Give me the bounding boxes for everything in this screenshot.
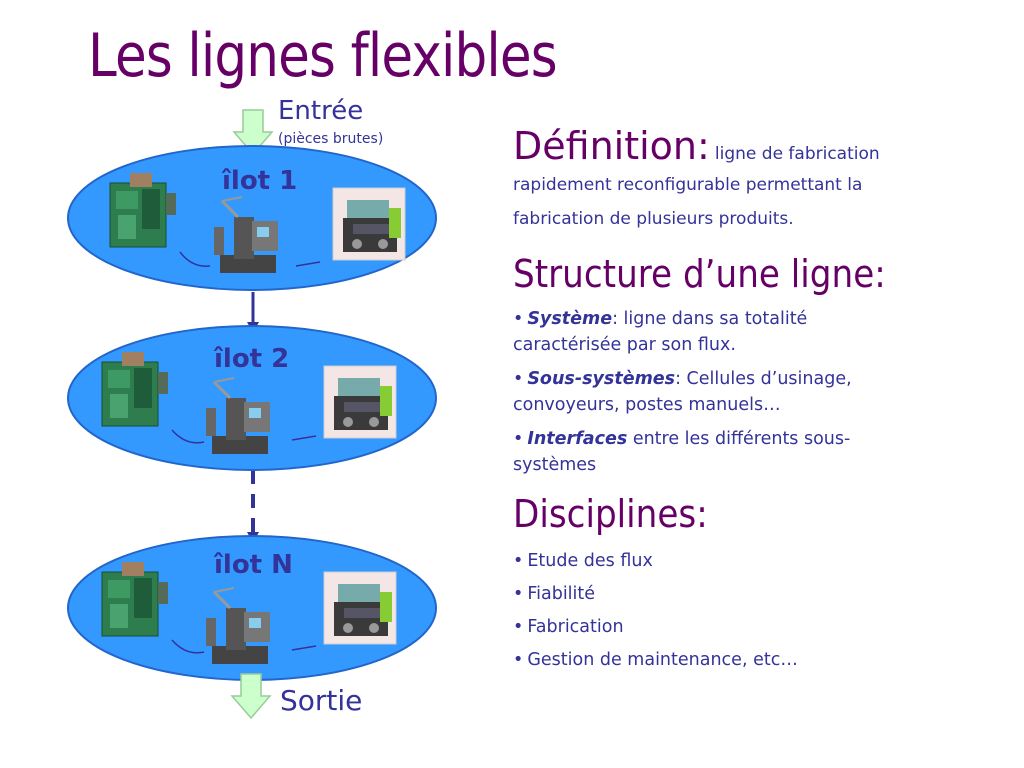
structure-list: •Système: ligne dans sa totalité caracté…	[513, 306, 852, 478]
definition-block: Définition: ligne de fabrication rapidem…	[513, 124, 880, 236]
structure-item-cont: convoyeurs, postes manuels…	[513, 395, 781, 415]
structure-item-cont: systèmes	[513, 455, 597, 475]
definition-heading: Définition:	[513, 124, 710, 168]
ilot-2-label: îlot 2	[214, 344, 290, 374]
structure-item: •Interfaces entre les différents sous-	[513, 429, 851, 449]
definition-text-1: ligne de fabrication	[714, 144, 880, 164]
disciplines-list: •Etude des flux •Fiabilité •Fabrication …	[513, 545, 798, 677]
ilot-1-label: îlot 1	[222, 166, 298, 196]
discipline-item: •Fiabilité	[513, 584, 596, 604]
entry-label: Entrée	[278, 96, 364, 126]
definition-text-3: fabrication de plusieurs produits.	[513, 209, 794, 229]
structure-term: Interfaces	[527, 429, 628, 449]
definition-text-2: rapidement reconfigurable permettant la	[513, 175, 863, 195]
entry-sublabel: (pièces brutes)	[278, 131, 384, 147]
ilot-n-label: îlot N	[214, 550, 293, 580]
exit-label: Sortie	[280, 684, 363, 717]
structure-item-cont: caractérisée par son flux.	[513, 335, 736, 355]
structure-heading: Structure d’une ligne:	[513, 252, 886, 296]
slide-title: Les lignes flexibles	[88, 21, 558, 91]
disciplines-heading: Disciplines:	[513, 492, 708, 536]
structure-term: Système	[527, 309, 613, 329]
structure-item: •Système: ligne dans sa totalité	[513, 309, 808, 329]
structure-term: Sous-systèmes	[527, 369, 676, 389]
structure-item: •Sous-systèmes: Cellules d’usinage,	[513, 369, 852, 389]
discipline-item: •Gestion de maintenance, etc…	[513, 650, 798, 670]
discipline-item: •Fabrication	[513, 617, 624, 637]
discipline-item: •Etude des flux	[513, 551, 653, 571]
